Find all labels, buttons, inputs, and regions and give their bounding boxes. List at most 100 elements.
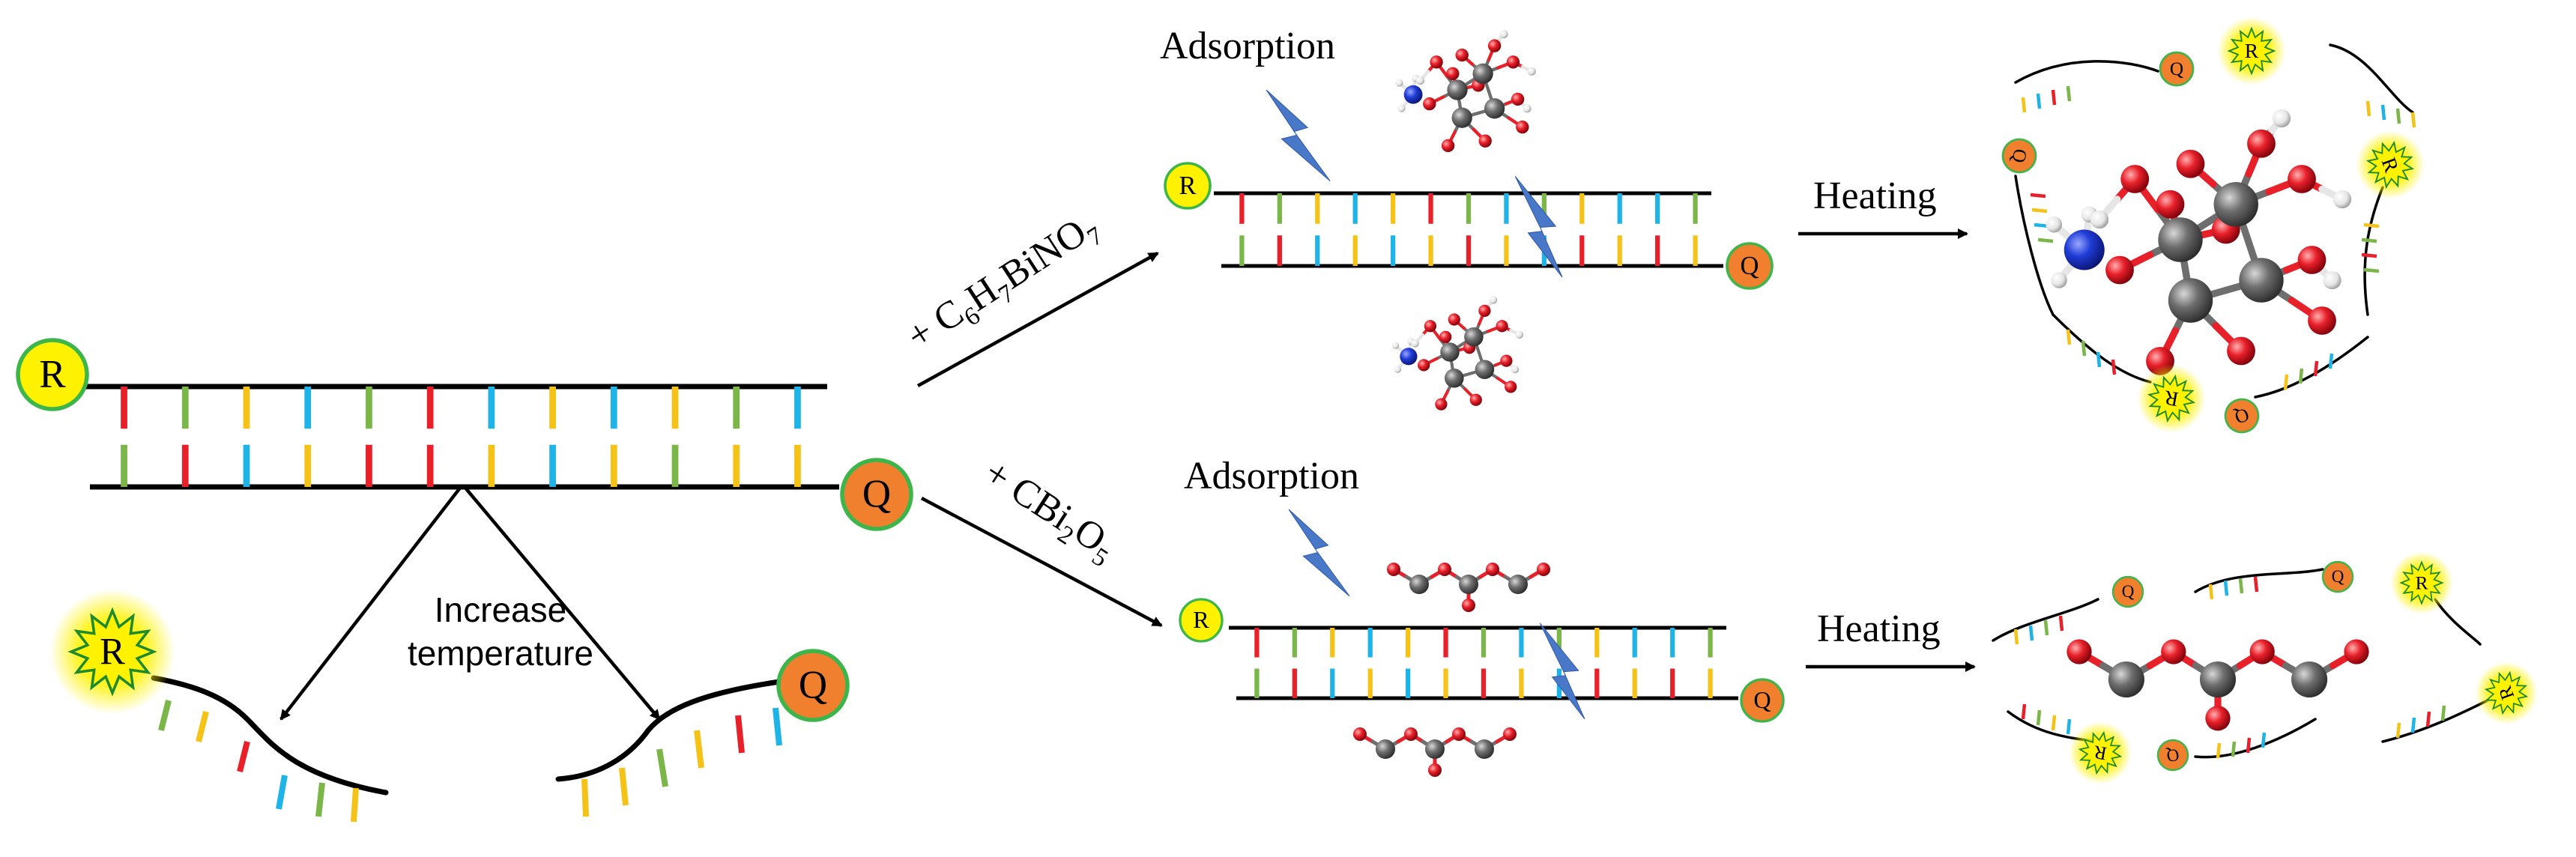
- melt-reporter-left: R: [49, 589, 175, 715]
- atom-o: [1441, 139, 1455, 153]
- top-quencher-circle: [1726, 242, 1774, 290]
- atom-o: [1428, 763, 1442, 777]
- atom-h: [1515, 330, 1524, 339]
- atom-o: [1430, 55, 1443, 69]
- top-quencher-letter: Q: [1741, 252, 1759, 280]
- heat2-frag-6-base: [2410, 717, 2416, 733]
- atom-o: [1462, 599, 1475, 612]
- bottom-quencher-circle: [1740, 678, 1785, 723]
- melt-strand-left-base: [276, 775, 288, 810]
- atom-c: [2239, 258, 2284, 303]
- atom-o: [2156, 190, 2185, 219]
- heat-q-2-letter: Q: [2008, 148, 2031, 165]
- bottom-reporter: R: [1179, 598, 1224, 643]
- bottom-lightning-1-shape: [1288, 509, 1350, 597]
- heat-q-2-circle: [2001, 138, 2037, 174]
- melt-strand-left-base: [315, 782, 325, 817]
- heat-r-3-star: [2147, 374, 2196, 423]
- heat-frag-left: [2014, 175, 2055, 316]
- heat-frag-top-2-base: [2410, 112, 2416, 128]
- heat2-frag-1: [1992, 598, 2099, 642]
- melt-strand-left-base: [196, 711, 209, 742]
- svg-text:+ CBi2O5: + CBi2O5: [973, 451, 1124, 572]
- atom-o: [1448, 313, 1460, 326]
- atom-h: [1415, 76, 1424, 85]
- atom-c: [1451, 107, 1472, 128]
- atom-n: [1403, 85, 1423, 104]
- main-quencher-letter: Q: [862, 473, 891, 516]
- heat2-q-3-letter: Q: [2165, 745, 2180, 766]
- melt-strand-left: [151, 675, 389, 796]
- melt-strand-right: [555, 679, 782, 782]
- melt-quencher-right: Q: [776, 649, 850, 722]
- melt-strand-right-base: [581, 778, 589, 817]
- top-quencher: Q: [1726, 242, 1774, 290]
- atom-o: [2120, 165, 2150, 193]
- atom-o: [1500, 354, 1513, 367]
- atom-h: [1489, 296, 1498, 304]
- atom-h: [2090, 210, 2109, 229]
- atom-h: [2046, 216, 2063, 233]
- atom-c: [1459, 575, 1478, 594]
- heat-q-1-letter: Q: [2170, 58, 2183, 79]
- heat-r-1-letter: R: [2245, 39, 2259, 62]
- reagent1-prefix: + C: [899, 291, 971, 358]
- melt-reporter-left-star: [67, 607, 157, 697]
- top-lightning-1: [1266, 89, 1331, 182]
- heat-frag-bl-base: [2111, 359, 2117, 375]
- increase-label-line2: temperature: [408, 634, 593, 673]
- heat-frag-right-base: [2361, 252, 2377, 258]
- heat-frag-br-base: [2313, 360, 2319, 377]
- atom-c: [1484, 98, 1505, 119]
- increase-arrow-right: [463, 485, 661, 721]
- atom-o: [2176, 149, 2205, 178]
- top-lightning-2-shape: [1514, 176, 1563, 278]
- atom-h: [1395, 79, 1403, 87]
- melt-strand-left-base: [351, 787, 359, 823]
- molecules-layer: [1353, 30, 2369, 777]
- melt-strand-right-base: [773, 707, 782, 746]
- top-reporter-letter: R: [1179, 172, 1196, 200]
- atom-o: [1424, 320, 1437, 333]
- atom-o: [1418, 359, 1430, 372]
- bottom-quencher-letter: Q: [1753, 686, 1771, 713]
- main-reporter: R: [16, 338, 89, 411]
- melt-strand-left-base: [237, 741, 250, 772]
- atom-c: [1464, 327, 1484, 347]
- melt-strand-left-base: [158, 700, 172, 731]
- heat2-frag-2-base: [2223, 580, 2229, 596]
- atom-c: [1508, 575, 1528, 594]
- melt-quencher-right-circle: [776, 649, 850, 722]
- heat2-r-2-letter: R: [2092, 741, 2108, 764]
- atom-o: [1452, 727, 1466, 741]
- melt-strand-right-base: [694, 730, 704, 769]
- heat-frag-top-2-base: [2395, 108, 2401, 124]
- atom-o: [1487, 39, 1502, 52]
- atom-o: [2161, 639, 2186, 664]
- heat-frag-br-base: [2328, 353, 2334, 369]
- melt-strand-right-base: [656, 748, 668, 787]
- atom-o: [1439, 330, 1452, 343]
- atom-c: [2168, 278, 2213, 323]
- heat-frag-right: [2363, 186, 2384, 316]
- atom-h: [1527, 67, 1536, 76]
- bottom-quencher: Q: [1740, 678, 1785, 723]
- heat2-r-1-letter: R: [2416, 572, 2428, 593]
- main-quencher-circle: [840, 458, 913, 531]
- atom-h: [1523, 104, 1532, 113]
- heat2-frag-5-base: [2246, 737, 2252, 754]
- heat-q-2: Q: [2001, 138, 2037, 174]
- reagent2-label: + CBi2O5: [973, 451, 1124, 572]
- melt-strand-right-base: [735, 715, 745, 754]
- heat2-q-1: Q: [2111, 575, 2144, 608]
- reagent2-arrow: [920, 497, 1163, 627]
- atom-o: [2308, 306, 2336, 335]
- heat-frag-left-base: [2031, 208, 2048, 214]
- melt-strand-right-base: [619, 767, 629, 806]
- heating-label-bottom: Heating: [1817, 608, 1941, 650]
- atom-o: [1435, 398, 1448, 411]
- atom-o: [2105, 255, 2134, 285]
- atom-h: [1394, 366, 1402, 373]
- heat2-frag-4-base: [2021, 703, 2027, 720]
